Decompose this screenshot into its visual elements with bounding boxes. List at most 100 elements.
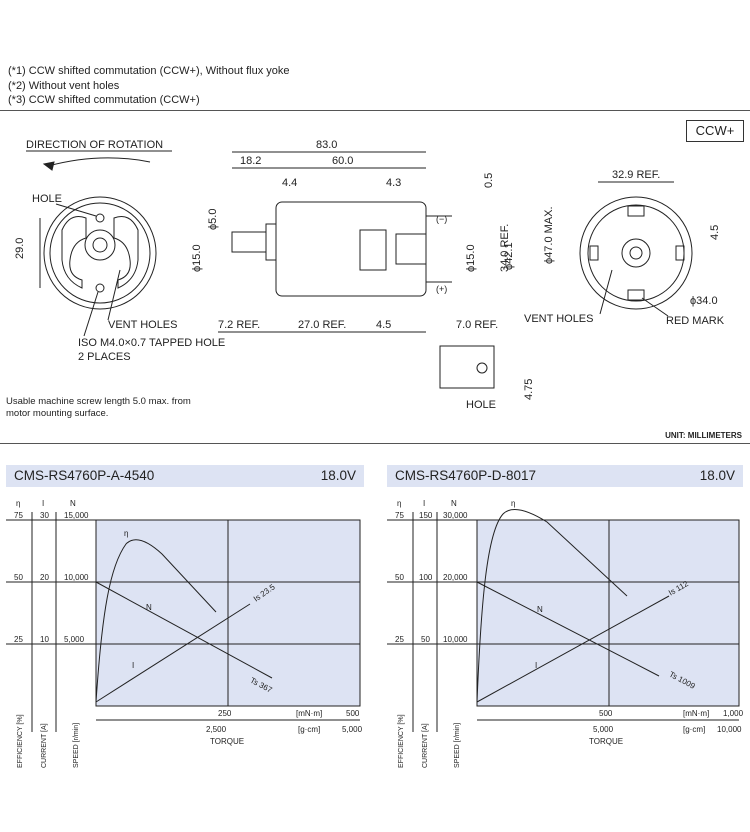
chart-a-cur-30: 30 — [40, 511, 49, 520]
chart-d-eff-75: 75 — [395, 511, 404, 520]
note-2: (*2) Without vent holes — [8, 79, 120, 92]
dim-r329: 32.9 REF. — [612, 169, 660, 181]
vent-holes-label-left: VENT HOLES — [108, 319, 178, 331]
chart-d-torque-label: TORQUE — [589, 737, 623, 746]
chart-d-spd-title: SPEED [r/min] — [454, 723, 461, 768]
divider-middle — [0, 443, 750, 444]
minus-label: (−) — [436, 214, 447, 224]
chart-d-symbol-eff: η — [397, 499, 401, 508]
chart-a-spd-title: SPEED [r/min] — [73, 723, 80, 768]
chart-a-current-line — [95, 603, 251, 703]
dim-18: 18.2 — [240, 155, 261, 167]
dim-29-label: 29.0 — [14, 238, 26, 259]
rotation-arrow — [47, 157, 151, 167]
chart-d-voltage: 18.0V — [699, 468, 735, 483]
chart-d-eta-label: η — [511, 499, 515, 508]
note-1: (*1) CCW shifted commutation (CCW+), Wit… — [8, 65, 290, 77]
usable-line-2: motor mounting surface. — [6, 408, 109, 419]
dim-r27: 27.0 REF. — [298, 319, 346, 331]
rotation-arrowhead — [42, 161, 55, 171]
chart-a-unit-mnm: [mN·m] — [296, 709, 322, 718]
motor-can — [275, 201, 427, 297]
chart-a-unit-gcm: [g·cm] — [298, 725, 320, 734]
chart-d-eff-title: EFFICIENCY [%] — [398, 714, 405, 768]
chart-d-eff-25: 25 — [395, 635, 404, 644]
dimension-drawing: DIRECTION OF ROTATION 29.0 HOLE VENT HOL… — [14, 139, 725, 411]
direction-label: DIRECTION OF ROTATION — [26, 139, 163, 151]
usable-line-1: Usable machine screw length 5.0 max. fro… — [6, 396, 191, 407]
unit-label: UNIT: MILLIMETERS — [665, 431, 742, 440]
dim-phi42: ϕ42.1 — [503, 242, 515, 270]
chart-d-header: CMS-RS4760P-D-8017 18.0V — [387, 465, 743, 487]
boss — [265, 223, 277, 261]
red-mark-label: RED MARK — [666, 315, 725, 327]
chart-d-torque-10000: 10,000 — [717, 725, 742, 734]
front-view-hole-bottom — [95, 283, 105, 293]
chart-a-torque-5000: 5,000 — [342, 725, 363, 734]
chart-d-spd-20000: 20,000 — [443, 573, 468, 582]
chart-a-symbol-eff: η — [16, 499, 20, 508]
chart-a-eff-75: 75 — [14, 511, 23, 520]
front-view-rim — [49, 202, 151, 304]
detail-hole — [476, 362, 488, 374]
drawing-group: DIRECTION OF ROTATION 29.0 HOLE VENT HOL… — [14, 139, 725, 411]
red-mark-leader — [641, 297, 669, 317]
chart-d-torque-1000: 1,000 — [723, 709, 744, 718]
front-view-outer — [43, 196, 157, 310]
places-label: 2 PLACES — [78, 351, 131, 363]
chart-a-symbol-cur: I — [42, 499, 44, 508]
chart-a-eta-label: η — [124, 529, 128, 538]
chart-a-torque-label: TORQUE — [210, 737, 244, 746]
dim-44: 4.4 — [282, 177, 297, 189]
vent-holes-label-right: VENT HOLES — [524, 313, 594, 325]
chart-d-n-label: N — [537, 605, 543, 614]
vent-hole-left — [61, 216, 87, 289]
chart-d-plot-area — [476, 519, 740, 707]
dim-83: 83.0 — [316, 139, 337, 151]
divider-top — [0, 110, 750, 111]
dim-phi34: ϕ34.0 — [690, 295, 718, 307]
chart-a-eff-50: 50 — [14, 573, 23, 582]
dim-ref34: 34.0 REF. — [499, 224, 511, 272]
dim-phi47: ϕ47.0 MAX. — [543, 206, 555, 264]
chart-a-cur-10: 10 — [40, 635, 49, 644]
shaft — [231, 231, 267, 253]
dim-45: 4.5 — [376, 319, 391, 331]
vent-hole-right — [113, 216, 139, 289]
rear-view-shaft — [629, 246, 643, 260]
dim-05: 0.5 — [483, 173, 495, 188]
chart-d: η I N 75 50 25 150 100 50 30,000 20,000 … — [387, 499, 744, 768]
rear-tab-bottom — [627, 289, 645, 301]
dim-phi15b: ϕ15.0 — [465, 244, 477, 272]
hole-label: HOLE — [32, 193, 62, 205]
chart-a: η I N 75 50 25 30 20 10 15,000 10,000 5,… — [6, 499, 363, 768]
dim-r72: 7.2 REF. — [218, 319, 260, 331]
chart-d-i-label: I — [535, 661, 537, 670]
dim-phi15a: ϕ15.0 — [191, 244, 203, 272]
dim-r70: 7.0 REF. — [456, 319, 498, 331]
dim-475: 4.75 — [523, 379, 535, 400]
front-view-shaft — [92, 237, 108, 253]
chart-a-torque-500: 500 — [346, 709, 360, 718]
front-view-hole-top — [95, 213, 105, 223]
chart-a-cur-20: 20 — [40, 573, 49, 582]
chart-a-efficiency-curve — [95, 539, 217, 703]
vent-leader-left — [107, 269, 121, 321]
detail-hole-label: HOLE — [466, 399, 496, 411]
note-3: (*3) CCW shifted commutation (CCW+) — [8, 94, 200, 106]
chart-a-symbol-spd: N — [70, 499, 76, 508]
chart-d-current-line — [476, 595, 670, 703]
can-window — [359, 229, 387, 271]
chart-a-speed-line — [95, 581, 273, 679]
chart-a-i-label: I — [132, 661, 134, 670]
chart-a-torque-250: 250 — [218, 709, 232, 718]
chart-d-speed-line — [476, 581, 660, 677]
chart-a-name: CMS-RS4760P-A-4540 — [14, 468, 155, 483]
rear-tab-left — [589, 245, 599, 261]
rear-view-center — [621, 238, 651, 268]
rear-view-outer — [579, 196, 693, 310]
chart-a-n-label: N — [146, 603, 152, 612]
chart-a-voltage: 18.0V — [320, 468, 356, 483]
rear-tab-right — [675, 245, 685, 261]
chart-d-spd-10000: 10,000 — [443, 635, 468, 644]
